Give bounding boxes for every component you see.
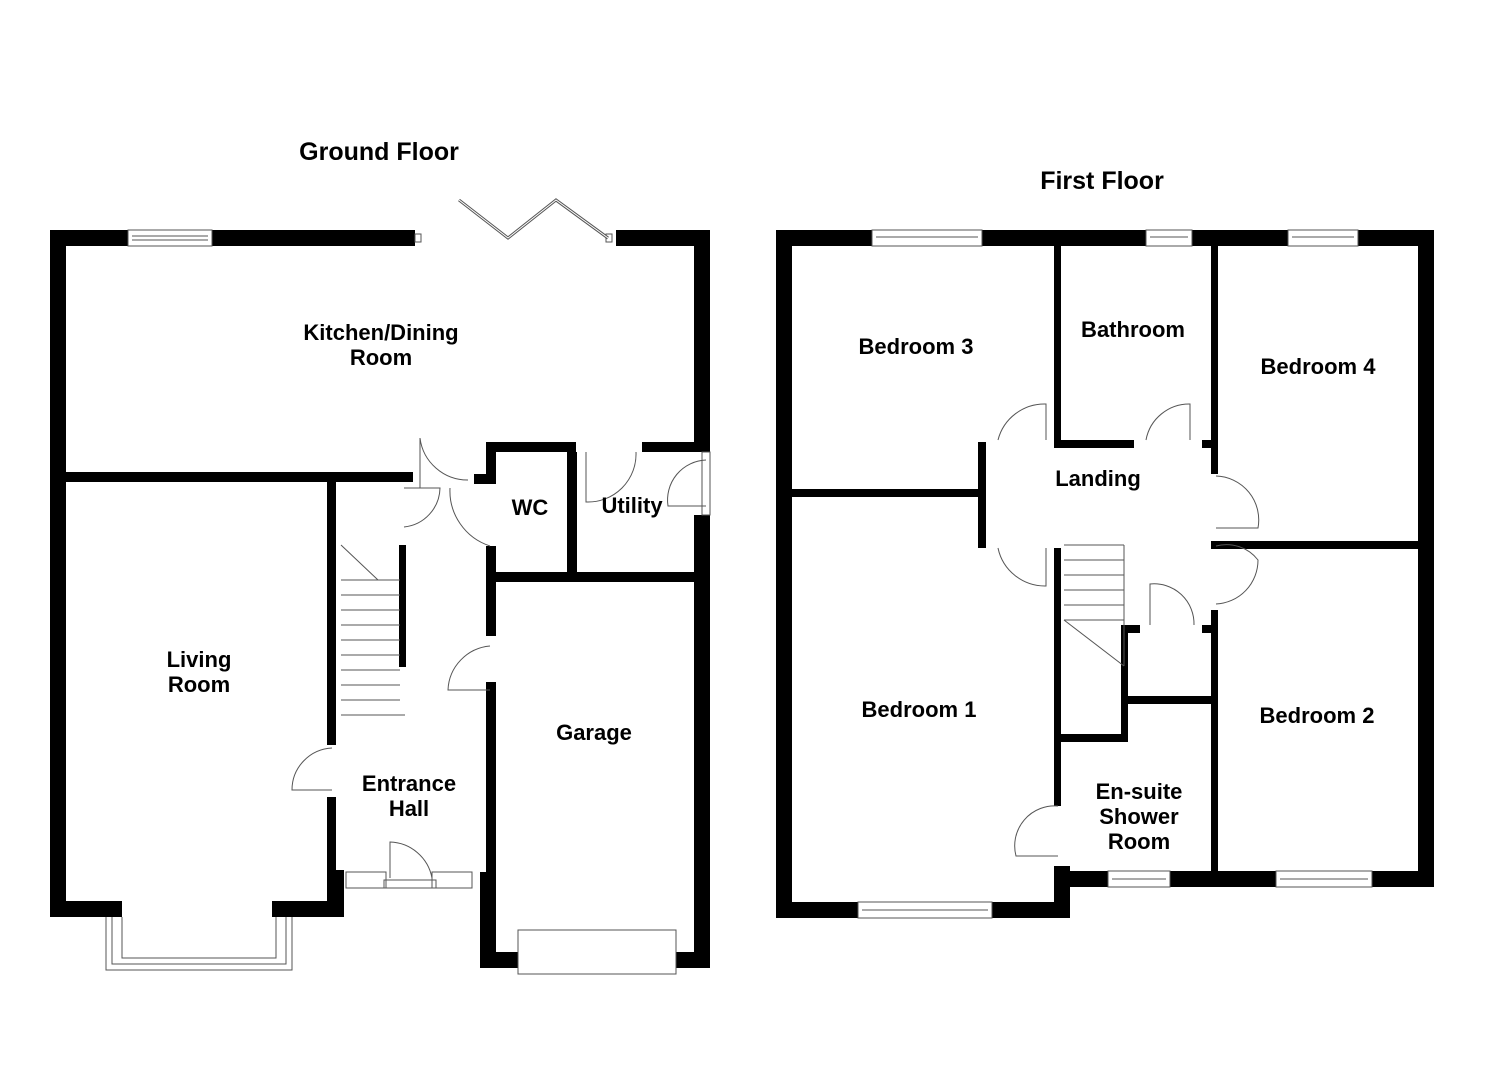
ground-floor-fixtures [105,198,711,975]
room-label-landing: Landing [1055,466,1141,491]
room-label-bedroom-2: Bedroom 2 [1259,703,1375,728]
room-label-kitchen-dining: Kitchen/Dining Room [303,320,459,370]
room-label-ensuite-shower-room: En-suite Shower Room [1095,779,1183,854]
room-label-wc: WC [511,495,549,520]
ground-floor-title: Ground Floor [299,138,459,166]
ground-floor-walls [50,230,710,968]
first-floor-title: First Floor [1040,167,1164,195]
room-label-bathroom: Bathroom [1081,317,1185,342]
room-label-garage: Garage [556,720,632,745]
first-floor-walls [776,230,1434,918]
room-label-bedroom-4: Bedroom 4 [1260,354,1376,379]
room-label-utility: Utility [601,493,663,518]
room-label-bedroom-3: Bedroom 3 [858,334,974,359]
room-label-entrance-hall: Entrance Hall [361,771,457,821]
room-label-bedroom-1: Bedroom 1 [861,697,977,722]
first-floor-fixtures [857,229,1373,919]
room-label-living-room: Living Room [166,647,232,697]
